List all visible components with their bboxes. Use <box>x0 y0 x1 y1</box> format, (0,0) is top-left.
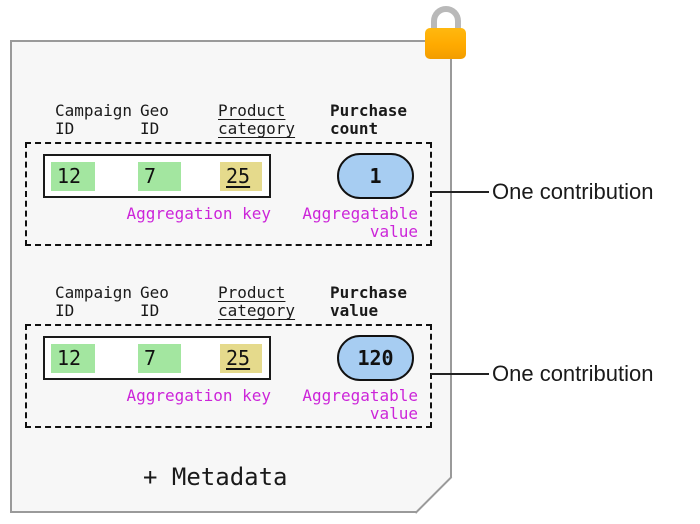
aggregatable-value-pill: 1 <box>337 153 414 199</box>
column-header-purchase-value: Purchase value <box>330 284 407 320</box>
key-cell-campaign-id: 12 <box>51 344 95 373</box>
key-cell-geo-id: 7 <box>138 344 181 373</box>
key-cell-product-category: 25 <box>220 162 262 191</box>
contribution-boundary <box>25 142 432 246</box>
aggregation-key-label: Aggregation key <box>126 204 272 223</box>
column-header-line: Purchase <box>330 283 408 302</box>
connector-line <box>431 191 489 193</box>
column-header-geo-id: Geo ID <box>140 284 169 320</box>
key-cell-value: 12 <box>57 164 82 188</box>
column-header-campaign-id: Campaign ID <box>55 284 132 320</box>
lock-body <box>425 28 466 59</box>
connector-line <box>431 373 489 375</box>
contribution-boundary <box>25 324 432 428</box>
aggregatable-value-pill: 120 <box>337 335 414 381</box>
key-cell-value: 7 <box>144 346 157 370</box>
aggregation-key-label: Aggregation key <box>126 386 272 405</box>
column-header-product-category: Product category <box>218 102 295 138</box>
column-header-line: ID <box>140 119 160 138</box>
aggregatable-value-label-line: Aggregatable <box>302 386 418 405</box>
column-header-line: Product <box>218 101 286 120</box>
column-header-line: ID <box>140 301 160 320</box>
key-cell-value: 7 <box>144 164 157 188</box>
key-cell-value: 12 <box>57 346 82 370</box>
column-header-campaign-id: Campaign ID <box>55 102 132 138</box>
key-cell-geo-id: 7 <box>138 162 181 191</box>
column-header-line: Purchase <box>330 101 408 120</box>
metadata-label: + Metadata <box>143 463 288 491</box>
key-cell-value: 25 <box>226 164 251 188</box>
column-header-line: Product <box>218 283 286 302</box>
column-header-line: ID <box>55 119 75 138</box>
column-header-product-category: Product category <box>218 284 295 320</box>
one-contribution-label: One contribution <box>492 179 654 204</box>
column-header-line: Campaign <box>55 283 133 302</box>
data-sheet <box>10 40 452 513</box>
aggregatable-value-label-line: value <box>369 222 418 241</box>
one-contribution-label: One contribution <box>492 361 654 386</box>
contribution-block-2: Campaign ID Geo ID Product category Purc… <box>0 284 700 434</box>
aggregatable-value-label: Aggregatable value <box>298 205 418 241</box>
key-cell-product-category: 25 <box>220 344 262 373</box>
column-header-line: category <box>218 119 296 138</box>
aggregatable-value-label-line: value <box>369 404 418 423</box>
column-header-geo-id: Geo ID <box>140 102 169 138</box>
column-header-line: value <box>330 301 379 320</box>
column-header-line: count <box>330 119 379 138</box>
column-header-line: category <box>218 301 296 320</box>
key-cell-value: 25 <box>226 346 251 370</box>
column-header-line: Geo <box>140 283 169 302</box>
column-header-line: Campaign <box>55 101 133 120</box>
aggregatable-value-label-line: Aggregatable <box>302 204 418 223</box>
column-header-line: Geo <box>140 101 169 120</box>
key-cell-campaign-id: 12 <box>51 162 95 191</box>
contribution-block-1: Campaign ID Geo ID Product category Purc… <box>0 102 700 252</box>
column-header-purchase-count: Purchase count <box>330 102 407 138</box>
aggregatable-value-label: Aggregatable value <box>298 387 418 423</box>
column-header-line: ID <box>55 301 75 320</box>
